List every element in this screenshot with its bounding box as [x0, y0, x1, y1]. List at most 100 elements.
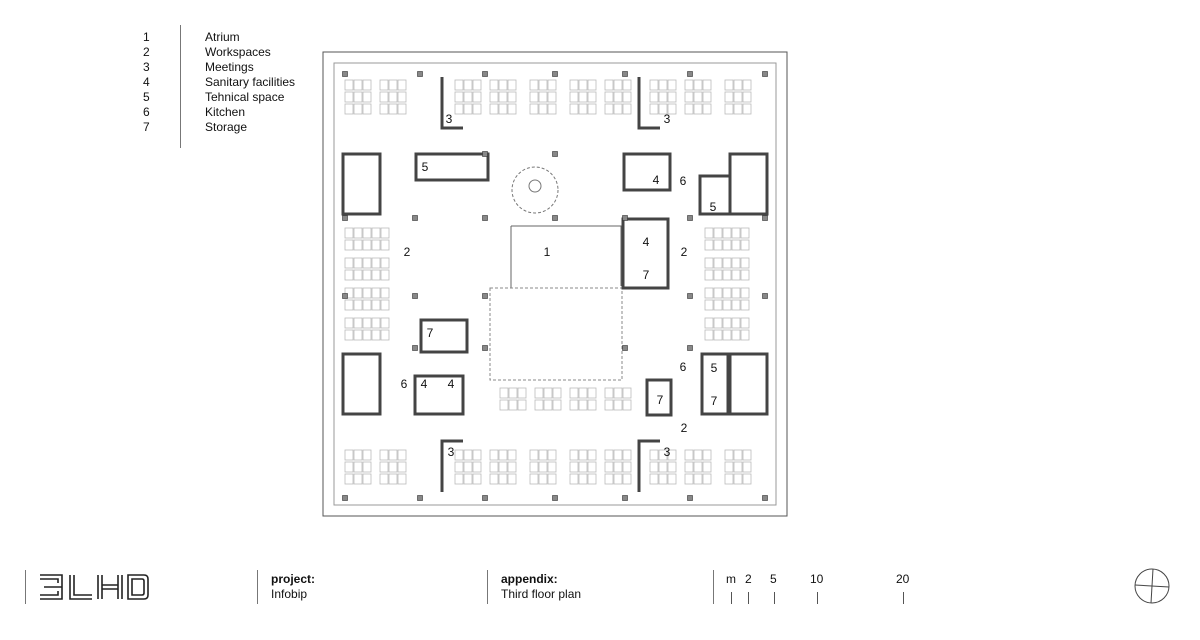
- desk: [731, 227, 741, 239]
- desk: [397, 79, 407, 91]
- desk: [454, 461, 464, 473]
- desk: [693, 91, 703, 103]
- desk: [733, 79, 743, 91]
- desk: [344, 91, 354, 103]
- desk: [731, 317, 741, 329]
- building-outline: [322, 51, 788, 517]
- desk: [538, 91, 548, 103]
- desk: [740, 317, 750, 329]
- desk: [713, 239, 723, 251]
- desk: [547, 449, 557, 461]
- desk: [380, 269, 390, 281]
- storage-room: [419, 318, 469, 354]
- structural-column: [482, 495, 488, 501]
- desk: [604, 473, 614, 485]
- desk: [569, 103, 579, 115]
- desk: [587, 387, 597, 399]
- structural-column: [762, 71, 768, 77]
- desk: [353, 239, 363, 251]
- desk: [362, 257, 372, 269]
- desk: [454, 79, 464, 91]
- desk: [344, 473, 354, 485]
- desk: [742, 473, 752, 485]
- desk: [742, 449, 752, 461]
- stair-core: [341, 152, 382, 216]
- desk: [344, 239, 354, 251]
- desk: [388, 473, 398, 485]
- desk: [702, 449, 712, 461]
- desk: [379, 449, 389, 461]
- desk: [463, 461, 473, 473]
- desk: [529, 79, 539, 91]
- desk: [578, 461, 588, 473]
- scale-label: 10: [810, 572, 824, 586]
- desk: [569, 79, 579, 91]
- desk: [569, 387, 579, 399]
- footer-divider: [487, 570, 488, 604]
- desk: [371, 317, 381, 329]
- desk: [353, 287, 363, 299]
- desk: [344, 449, 354, 461]
- sanitary-room: [622, 152, 672, 192]
- desk: [538, 103, 548, 115]
- desk: [704, 317, 714, 329]
- desk: [472, 449, 482, 461]
- desk: [463, 473, 473, 485]
- desk: [613, 91, 623, 103]
- desk: [622, 79, 632, 91]
- desk: [713, 329, 723, 341]
- room-label: 1: [544, 245, 551, 259]
- structural-column: [412, 215, 418, 221]
- structural-column: [762, 293, 768, 299]
- legend-label: Sanitary facilities: [205, 75, 296, 89]
- desk: [538, 449, 548, 461]
- desk: [704, 269, 714, 281]
- scale-label: m: [726, 572, 736, 586]
- desk: [463, 79, 473, 91]
- structural-column: [482, 293, 488, 299]
- structural-column: [417, 495, 423, 501]
- desk: [724, 461, 734, 473]
- desk: [507, 103, 517, 115]
- desk: [344, 287, 354, 299]
- desk: [569, 473, 579, 485]
- desk: [379, 103, 389, 115]
- desk: [538, 473, 548, 485]
- legend-divider: [180, 25, 181, 148]
- structural-column: [342, 215, 348, 221]
- structural-column: [687, 71, 693, 77]
- structural-column: [622, 215, 628, 221]
- desk: [684, 449, 694, 461]
- desk: [667, 461, 677, 473]
- desk: [489, 103, 499, 115]
- desk: [543, 399, 553, 411]
- desk: [704, 257, 714, 269]
- desk: [684, 91, 694, 103]
- desk: [724, 91, 734, 103]
- desk: [472, 91, 482, 103]
- desk: [724, 449, 734, 461]
- desk: [704, 227, 714, 239]
- desk: [353, 227, 363, 239]
- desk: [722, 329, 732, 341]
- desk: [353, 449, 363, 461]
- scale-label: 2: [745, 572, 752, 586]
- room-label: 3: [664, 112, 671, 126]
- desk: [379, 91, 389, 103]
- desk: [731, 269, 741, 281]
- room-label: 7: [643, 268, 650, 282]
- desk: [472, 461, 482, 473]
- desk: [702, 103, 712, 115]
- desk: [722, 269, 732, 281]
- desk: [517, 387, 527, 399]
- desk: [713, 287, 723, 299]
- desk: [362, 103, 372, 115]
- meeting-wall: [440, 77, 463, 130]
- desk: [693, 103, 703, 115]
- structural-column: [552, 215, 558, 221]
- desk: [604, 399, 614, 411]
- desk: [587, 91, 597, 103]
- desk: [722, 317, 732, 329]
- room-label: 4: [653, 173, 660, 187]
- desk: [379, 461, 389, 473]
